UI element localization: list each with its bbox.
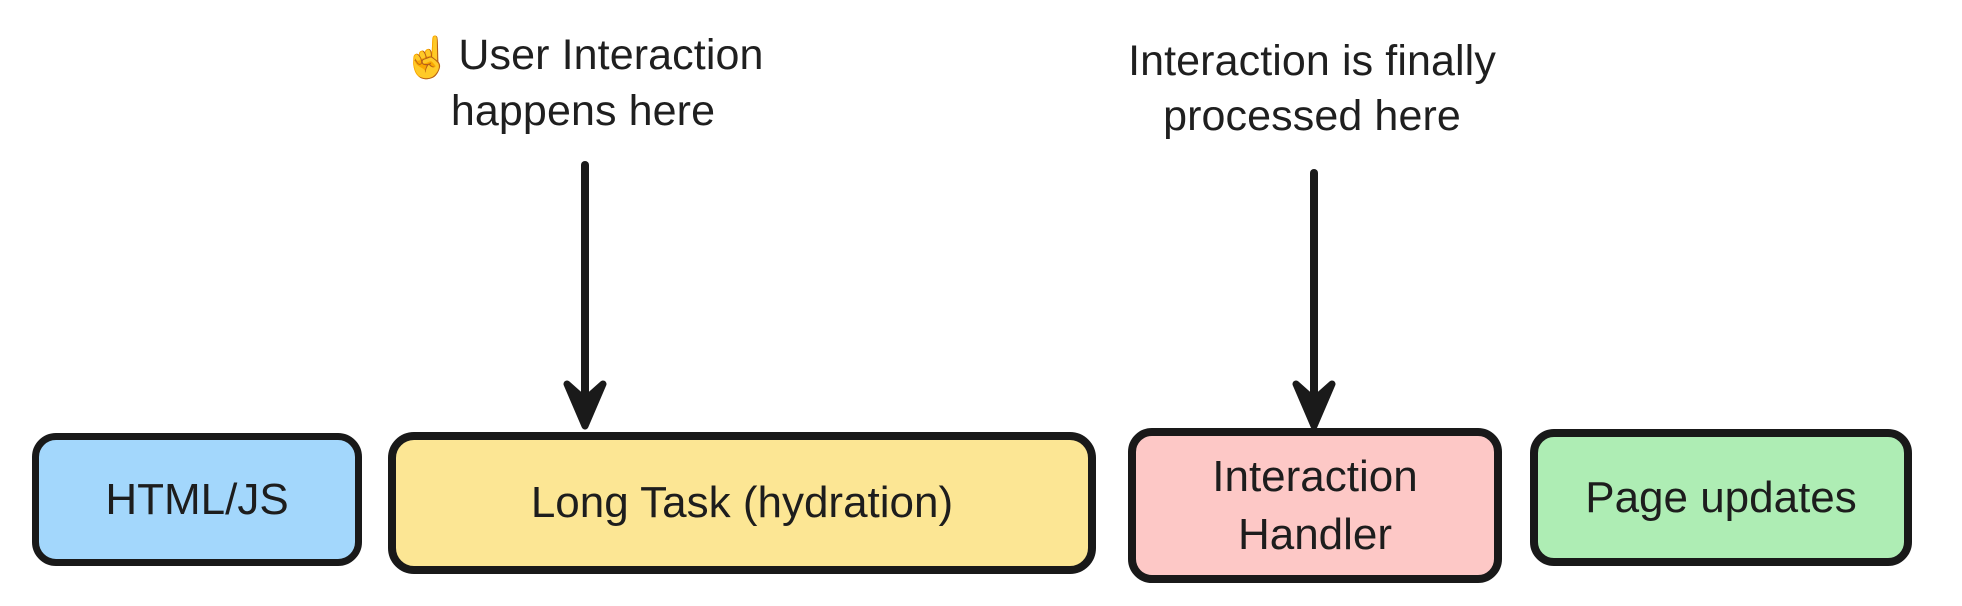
node-label-line-1: Page updates [1585, 472, 1857, 522]
annotation-user-interaction: ☝️User Interaction happens here [333, 28, 833, 139]
node-label: HTML/JS [95, 471, 298, 528]
annotation-text-line-2: processed here [1163, 92, 1461, 141]
annotation-text-line-1: User Interaction [458, 31, 764, 79]
arrow-to-interaction-handler [1292, 169, 1336, 430]
node-html-js[interactable]: HTML/JS [32, 433, 362, 566]
node-label: Page updates [1575, 469, 1867, 526]
node-label: Interaction Handler [1202, 448, 1427, 562]
annotation-interaction-processed: Interaction is finally processed here [1062, 34, 1562, 144]
annotation-text-line-1: Interaction is finally [1128, 37, 1496, 85]
node-page-updates[interactable]: Page updates [1530, 429, 1912, 566]
pointing-up-finger-icon: ☝️ [402, 36, 453, 80]
annotation-line-1: ☝️User Interaction [333, 28, 833, 84]
node-label-line-2: Handler [1237, 509, 1393, 559]
node-label-line-1: Interaction [1212, 452, 1418, 502]
arrow-to-long-task [563, 161, 607, 430]
node-interaction-handler[interactable]: Interaction Handler [1128, 428, 1502, 583]
node-label: Long Task (hydration) [521, 474, 963, 531]
node-label-line-1: HTML/JS [105, 474, 289, 524]
node-label-line-1: Long Task (hydration) [530, 478, 954, 528]
node-long-task[interactable]: Long Task (hydration) [388, 432, 1096, 574]
annotation-text-line-2: happens here [450, 87, 716, 136]
